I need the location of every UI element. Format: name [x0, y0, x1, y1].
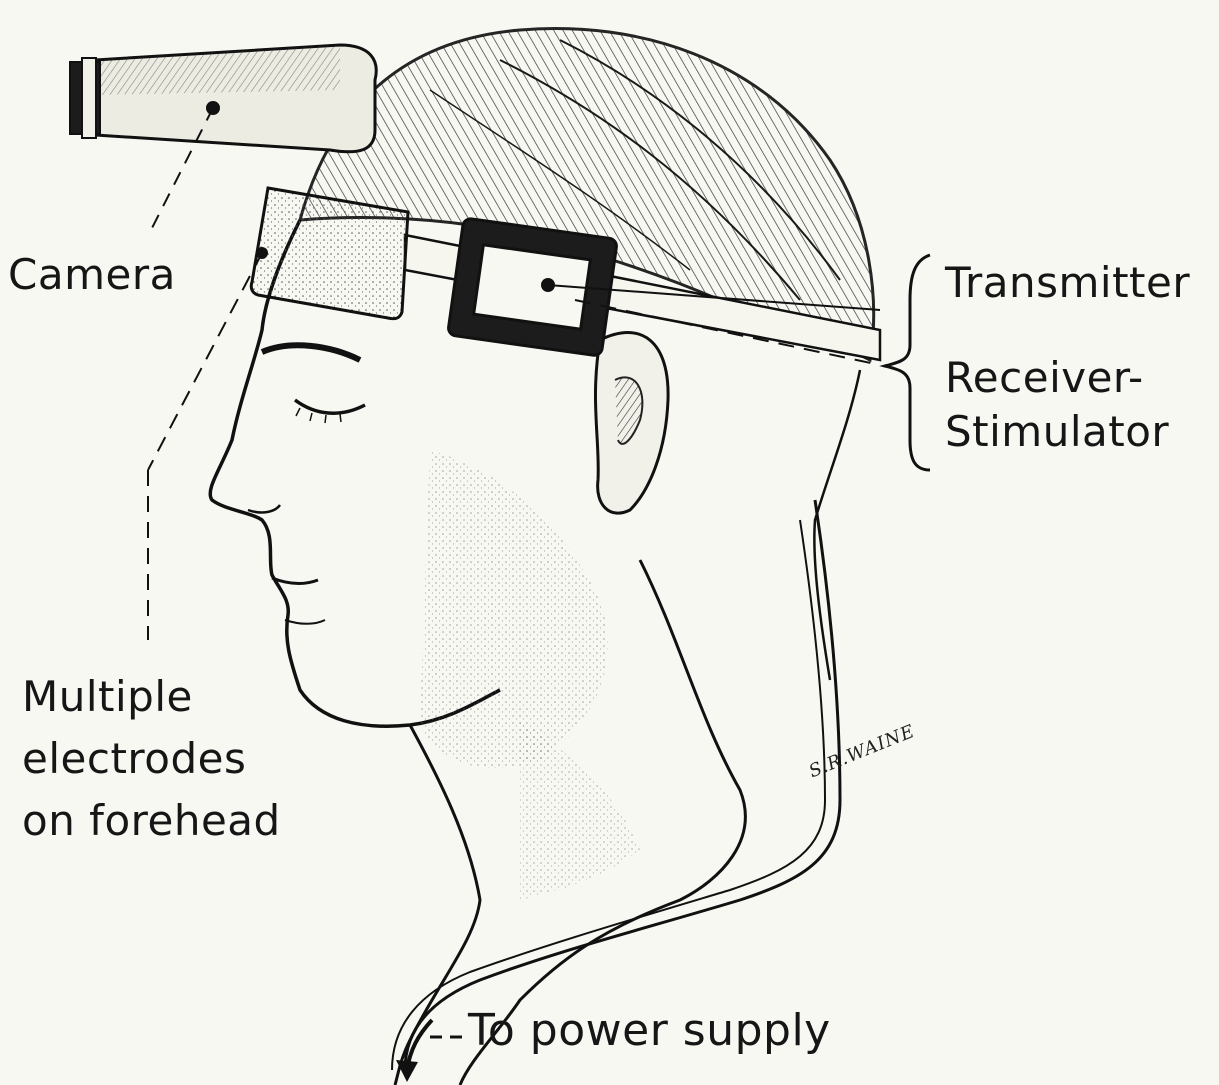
label-transmitter: Transmitter	[945, 256, 1190, 309]
bracket	[885, 255, 930, 470]
label-camera: Camera	[8, 248, 176, 301]
electrode-pad	[251, 188, 408, 319]
label-receiver-line1: Receiver-	[945, 351, 1144, 404]
label-electrodes-line1: Multiple	[22, 670, 193, 723]
label-receiver-line2: Stimulator	[945, 405, 1169, 458]
label-electrodes-line2: electrodes	[22, 732, 246, 785]
camera	[70, 45, 376, 152]
label-power-supply: To power supply	[468, 1004, 831, 1057]
label-electrodes-line3: on forehead	[22, 794, 281, 847]
